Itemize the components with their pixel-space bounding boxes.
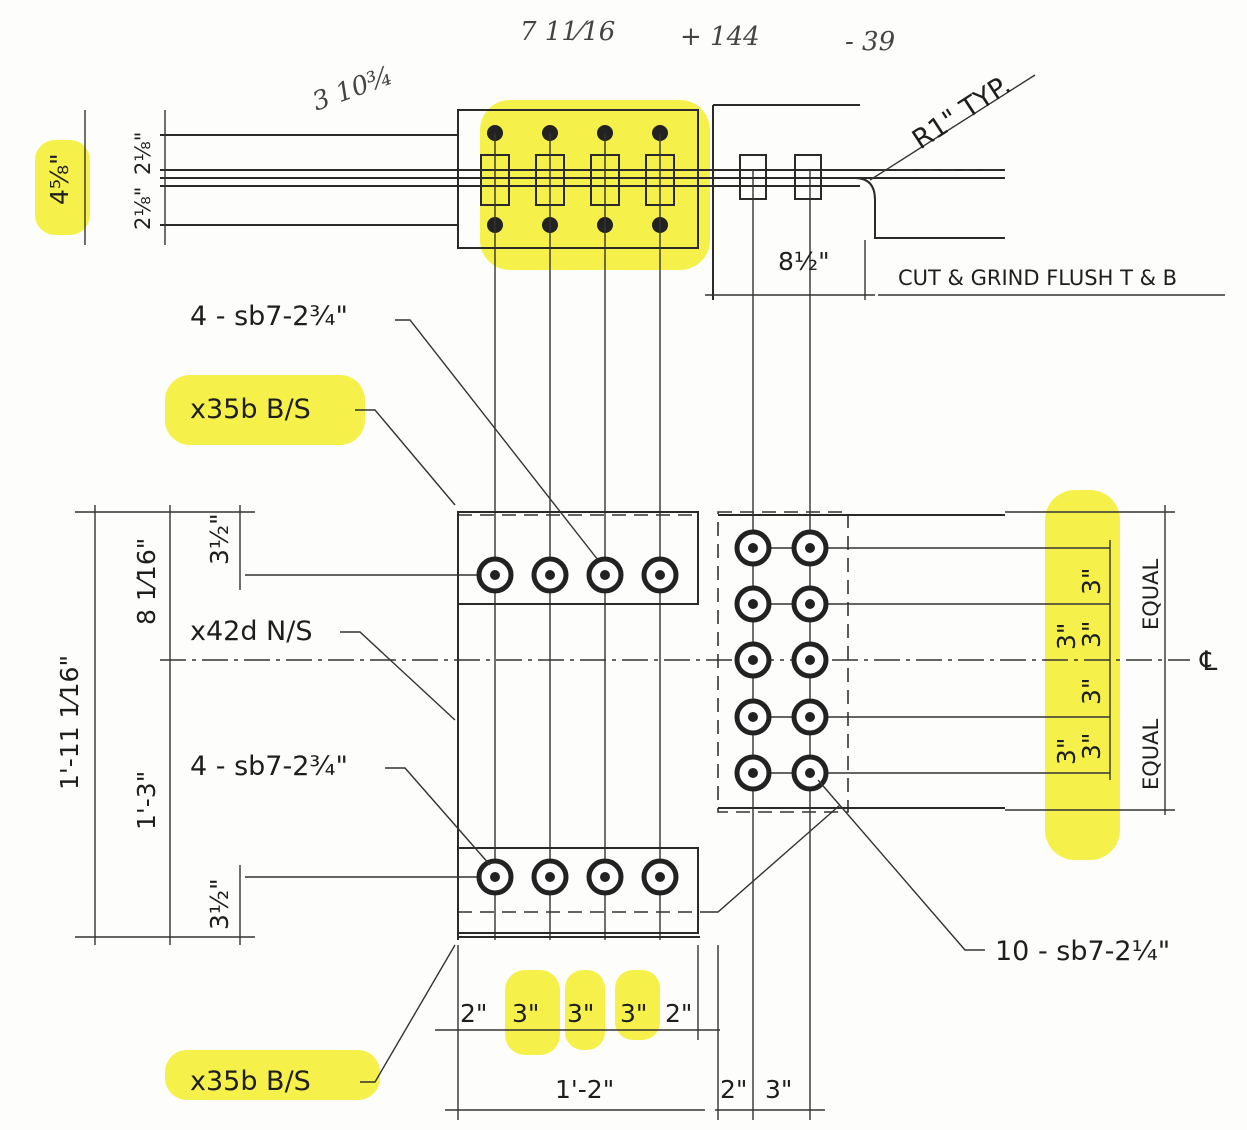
fillet-bottom [854,177,1005,239]
web-row-3-dim: 3" [1077,678,1106,705]
plate-top-bs-label: x35b B/S [190,394,311,425]
equal-bottom-label: EQUAL [1139,718,1163,790]
hand-note-1: 3 10¾ [308,61,396,118]
cut-grind-label: CUT & GRIND FLUSH T & B [898,266,1177,290]
plate-length-dim: 1'-2" [555,1075,614,1104]
web-edge-dim: 2" [720,1075,747,1104]
leader-lines [340,319,985,1083]
top-upper-dim: 2⅛" [131,132,155,175]
equal-top-label: EQUAL [1139,558,1163,630]
bottom-flange-plate [457,847,699,934]
centerline-symbol: ℄ [1199,646,1218,677]
web-pitch-dim: 3" [765,1075,792,1104]
spacing-2b-dim: 2" [665,999,692,1028]
web-row-2-dim: 3" [1077,621,1106,648]
spacing-2a-dim: 2" [460,999,487,1028]
highlight-x35b-bottom [165,1050,380,1100]
top-extension-dim: 8½" [778,247,830,276]
plate-bottom-bs-label: x35b B/S [190,1066,311,1097]
flange-edge-bottom-dim: 3½" [205,878,234,930]
spacing-3c-dim: 3" [620,999,647,1028]
bottom-flange-bolts [476,858,679,896]
top-total-dim: 4⅝" [45,153,74,205]
highlighter-marks [35,100,1120,1100]
hand-note-2: 7 11⁄16 [520,17,615,47]
spacing-3b-dim: 3" [567,999,594,1028]
spacing-3a-dim: 3" [512,999,539,1028]
flange-edge-top-dim: 3½" [205,513,234,565]
elevation-view [75,505,1190,1120]
web-plate-outline [717,511,849,813]
plate-ns-label: x42d N/S [190,616,313,647]
overall-height-dim: 1'-11 1⁄16" [55,655,84,790]
hand-note-4: - 39 [845,27,895,57]
highlight-top-dim [35,140,90,235]
highlight-spacing-a [505,970,560,1055]
bolts-bottom-flange-label: 4 - sb7-2¾" [190,751,348,782]
hand-note-3: + 144 [680,22,760,52]
top-section-view [84,74,1225,1120]
fillet-radius-label: R1" TYP. [907,70,1017,156]
bolts-web-label: 10 - sb7-2¼" [995,936,1170,967]
lower-height-dim: 1'-3" [132,771,161,830]
top-flange-bolts [476,556,679,594]
upper-height-dim: 8 1⁄16" [132,538,161,625]
bolts-top-flange-label: 4 - sb7-2¾" [190,301,348,332]
web-row-1-dim: 3" [1077,568,1106,595]
web-bolts [734,529,829,792]
web-row-4-dim: 3" [1077,733,1106,760]
web-row-5-dim: 3" [1052,623,1081,650]
highlight-web-dims [1045,490,1120,860]
highlight-spacing-c [615,970,660,1040]
top-gap-a-dim: 2⅛" [131,187,155,230]
web-row-6-dim: 3" [1052,738,1081,765]
highlight-x35b-top [165,375,365,445]
